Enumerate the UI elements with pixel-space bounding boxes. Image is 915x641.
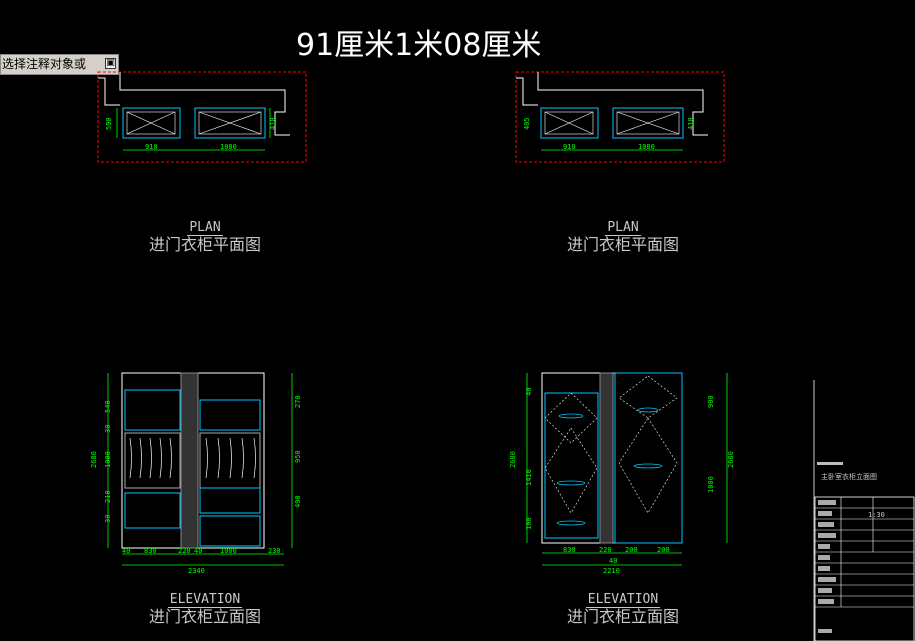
drawing-title: 91厘米1米08厘米 — [296, 28, 542, 63]
plan-caption-left: PLAN 进门衣柜平面图 — [120, 216, 290, 254]
svg-text:830: 830 — [144, 547, 157, 555]
svg-text:40: 40 — [609, 557, 617, 565]
svg-text:40: 40 — [122, 547, 130, 555]
cabinet-box-1 — [122, 107, 181, 139]
caption-cn: 进门衣柜立面图 — [566, 607, 679, 626]
command-tooltip-label: 选择注释对象或 — [2, 57, 87, 71]
wall-outline — [537, 72, 708, 136]
dim-h2: 410 — [269, 117, 277, 130]
wall-outline — [119, 72, 290, 136]
svg-text:270: 270 — [294, 395, 302, 408]
svg-text:40: 40 — [194, 547, 202, 555]
svg-text:30: 30 — [104, 515, 112, 523]
plan-view-right: 910 1080 405 410 — [515, 71, 725, 163]
dim-h1: 590 — [105, 117, 113, 130]
svg-text:950: 950 — [294, 450, 302, 463]
wall-segment — [98, 77, 120, 106]
caption-cn: 进门衣柜平面图 — [148, 235, 261, 254]
cabinet-box-2 — [612, 107, 684, 139]
scale-value: 1:30 — [868, 511, 885, 519]
svg-text:540: 540 — [104, 400, 112, 413]
elevation-view-left: 2340 40 830 220 40 1000 230 2680 540 30 … — [90, 372, 302, 575]
svg-text:1000: 1000 — [220, 547, 237, 555]
cabinet-box-2 — [194, 107, 266, 139]
expand-icon[interactable]: ▣ — [105, 58, 116, 69]
dim-w2: 1080 — [638, 143, 655, 151]
svg-text:1410: 1410 — [525, 469, 533, 486]
svg-text:220: 220 — [178, 547, 191, 555]
mirror-strip — [180, 372, 199, 549]
drawing-name: 主卧室衣柜立面图 — [821, 472, 877, 481]
plan-boundary — [97, 71, 307, 163]
wall-segment — [516, 77, 538, 106]
title-block: 主卧室衣柜立面图 1:30 — [813, 380, 915, 641]
plan-view-left: 910 1080 590 410 — [97, 71, 307, 163]
dim-total: 2210 — [603, 567, 620, 575]
mirror-strip — [599, 372, 614, 544]
dim-h1: 405 — [523, 117, 531, 130]
caption-en: ELEVATION — [585, 592, 661, 608]
svg-text:830: 830 — [563, 546, 576, 554]
elevation-caption-left: ELEVATION 进门衣柜立面图 — [120, 588, 290, 626]
svg-text:200: 200 — [625, 546, 638, 554]
dim-height: 2680 — [90, 451, 98, 468]
svg-text:200: 200 — [657, 546, 670, 554]
dim-h2: 410 — [687, 117, 695, 130]
caption-cn: 进门衣柜平面图 — [566, 235, 679, 254]
svg-text:220: 220 — [599, 546, 612, 554]
svg-text:100: 100 — [525, 517, 533, 530]
dim-height: 2680 — [509, 451, 517, 468]
svg-text:1000: 1000 — [104, 451, 112, 468]
svg-text:30: 30 — [104, 425, 112, 433]
svg-text:1000: 1000 — [707, 476, 715, 493]
svg-text:40: 40 — [525, 388, 533, 396]
caption-en: PLAN — [187, 220, 223, 236]
svg-text:210: 210 — [104, 490, 112, 503]
elevation-caption-right: ELEVATION 进门衣柜立面图 — [538, 588, 708, 626]
plan-caption-right: PLAN 进门衣柜平面图 — [538, 216, 708, 254]
svg-text:2680: 2680 — [727, 451, 735, 468]
dim-w1: 910 — [145, 143, 158, 151]
dim-w2: 1080 — [220, 143, 237, 151]
caption-en: PLAN — [605, 220, 641, 236]
dim-w1: 910 — [563, 143, 576, 151]
dim-total: 2340 — [188, 567, 205, 575]
svg-text:900: 900 — [707, 395, 715, 408]
svg-text:230: 230 — [268, 547, 281, 555]
svg-text:490: 490 — [294, 495, 302, 508]
cabinet-box-1 — [540, 107, 599, 139]
plan-boundary — [515, 71, 725, 163]
command-tooltip: 选择注释对象或 ▣ — [0, 54, 119, 75]
caption-en: ELEVATION — [167, 592, 243, 608]
caption-cn: 进门衣柜立面图 — [148, 607, 261, 626]
elevation-view-right: 2210 830 220 200 200 40 2680 40 1410 100… — [509, 372, 735, 575]
